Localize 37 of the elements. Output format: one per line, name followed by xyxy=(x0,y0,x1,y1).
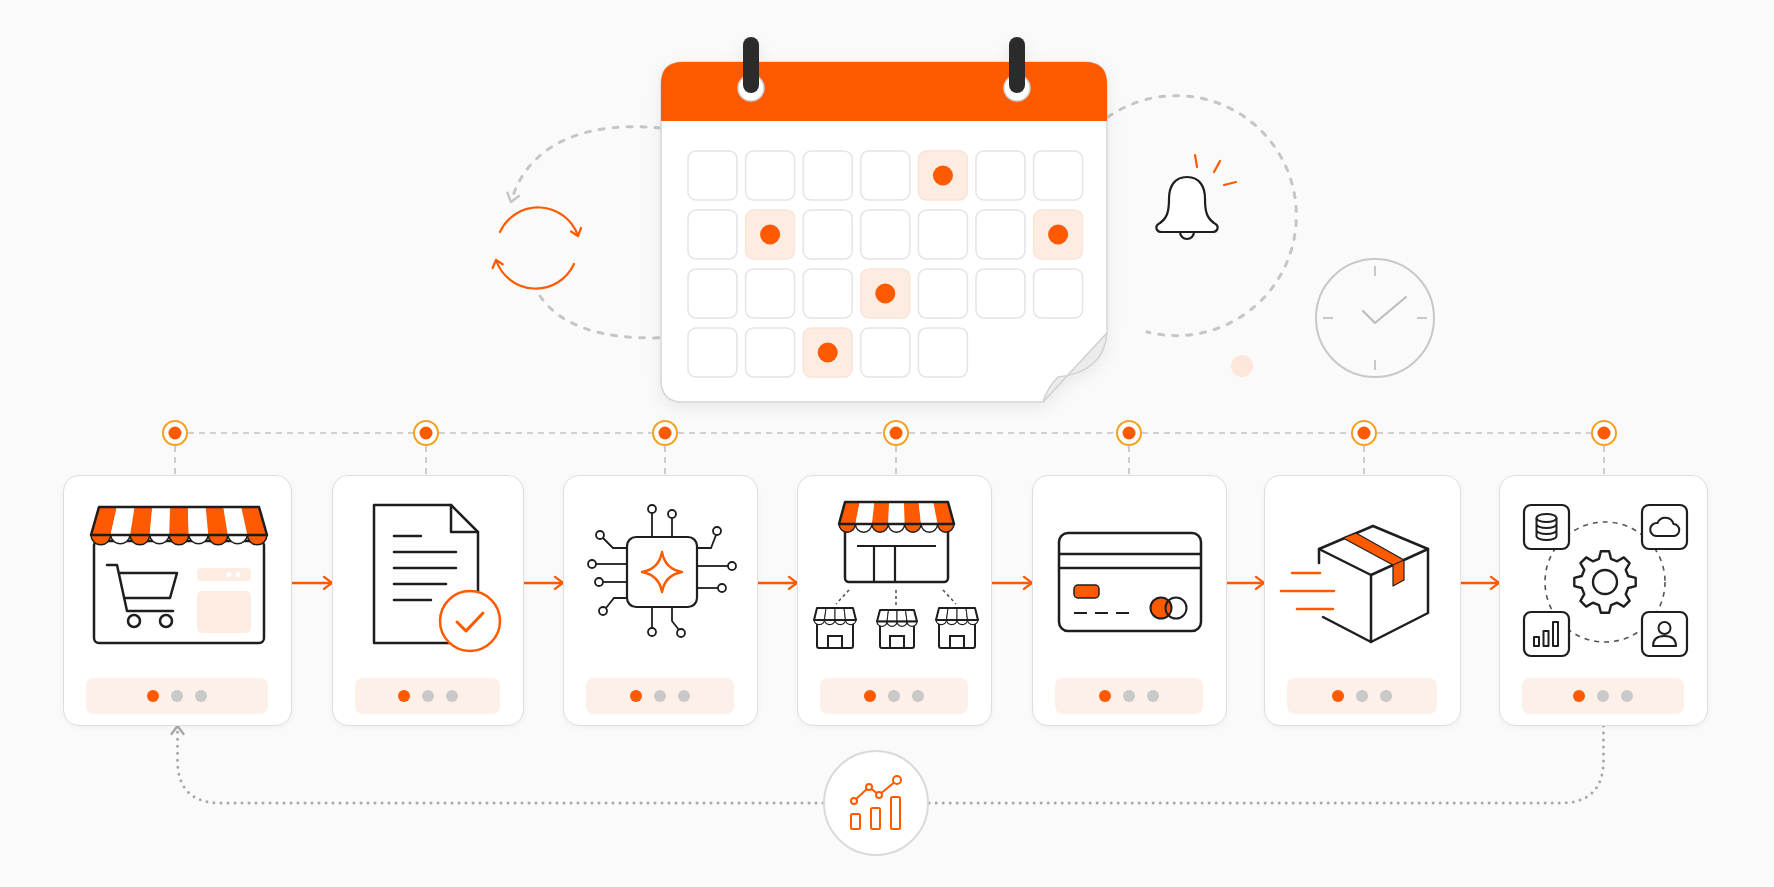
timeline-dot-icon xyxy=(1591,420,1617,446)
step-card xyxy=(1032,475,1227,726)
dashed-arrow xyxy=(506,125,662,204)
timeline-dot-icon xyxy=(1116,420,1142,446)
dotted-line xyxy=(927,724,1605,805)
timeline-dot-icon xyxy=(162,420,188,446)
dashed-line xyxy=(538,294,662,340)
arrow xyxy=(290,575,334,591)
dashed-line xyxy=(1376,432,1592,434)
dashed-line xyxy=(1128,445,1130,476)
dashed-line xyxy=(1106,94,1298,338)
dashed-line xyxy=(895,445,897,476)
arrow xyxy=(756,575,799,591)
arrow xyxy=(1459,575,1501,591)
step-card xyxy=(332,475,524,726)
dashed-line xyxy=(1363,445,1365,476)
timeline-dot-icon xyxy=(413,420,439,446)
dashed-line xyxy=(187,432,414,434)
arrow xyxy=(990,575,1034,591)
dashed-line xyxy=(174,445,176,476)
timeline-dot-icon xyxy=(652,420,678,446)
step-card xyxy=(1499,475,1708,726)
dashed-line xyxy=(664,445,666,476)
step-card xyxy=(63,475,292,726)
dashed-line xyxy=(438,432,653,434)
step-card xyxy=(563,475,758,726)
arrow xyxy=(522,575,565,591)
timeline-dot-icon xyxy=(1351,420,1377,446)
calendar-illustration xyxy=(660,36,1108,404)
timeline-dot-icon xyxy=(883,420,909,446)
dashed-line xyxy=(425,445,427,476)
step-card xyxy=(797,475,992,726)
step-card xyxy=(1264,475,1461,726)
dashed-line xyxy=(1603,445,1605,476)
dotted-arrow xyxy=(170,724,825,805)
arrow xyxy=(1225,575,1266,591)
dashed-line xyxy=(677,432,884,434)
